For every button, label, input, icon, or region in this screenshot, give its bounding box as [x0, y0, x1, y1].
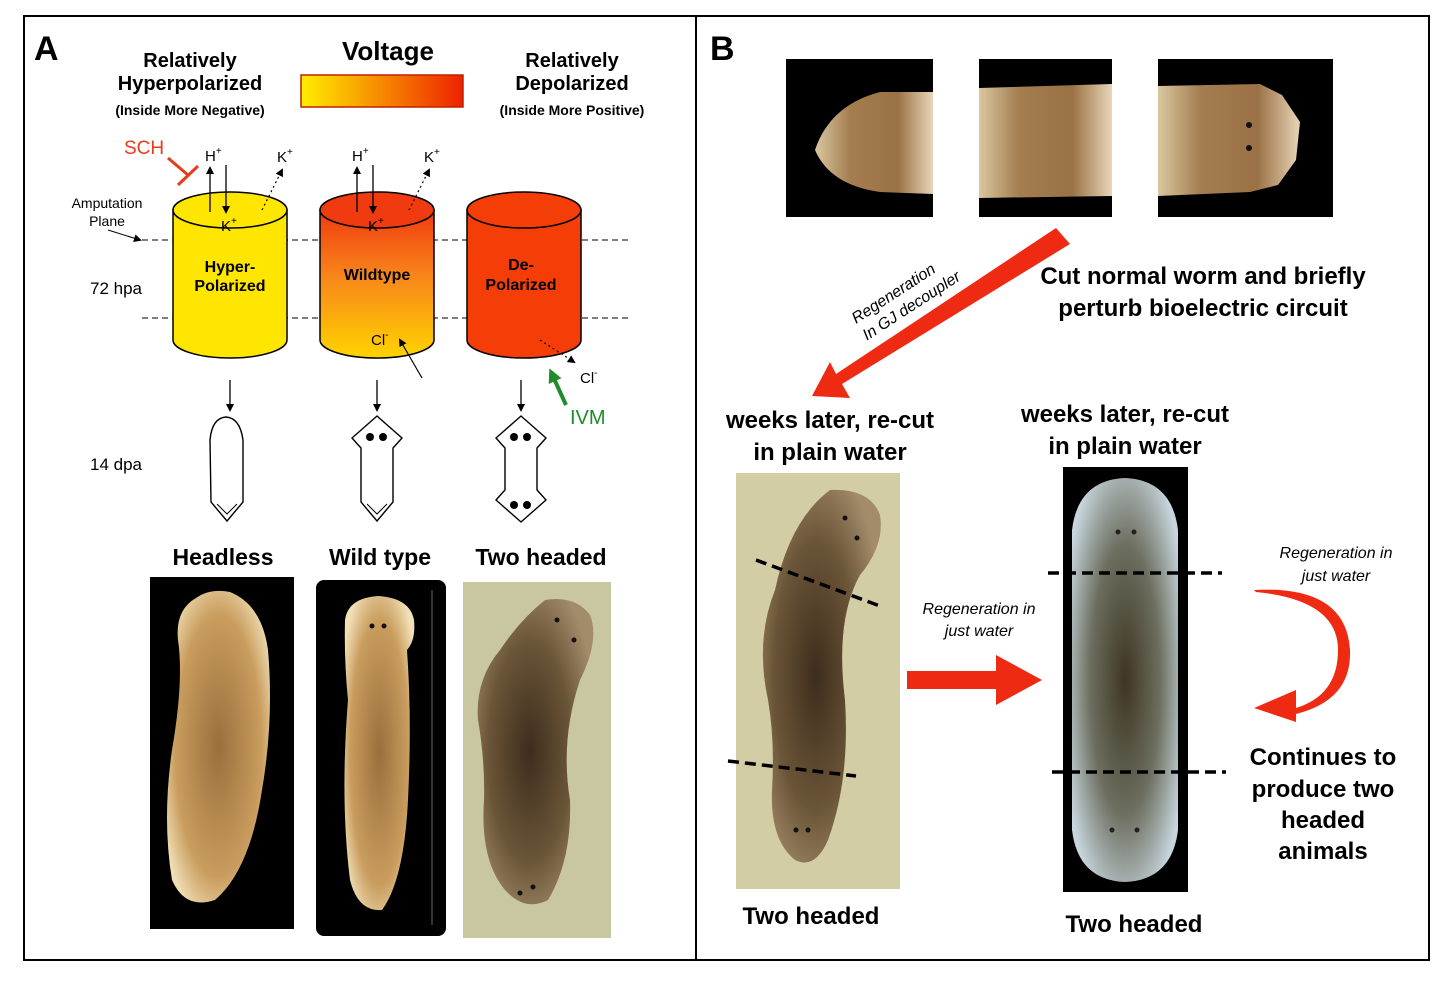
photo-cut-worm-middle [979, 59, 1112, 217]
outcome-label-wildtype: Wild type [329, 544, 431, 570]
photo-wildtype-worm [316, 580, 446, 936]
recut-right-line2: in plain water [1048, 433, 1201, 460]
cylinder-wildtype: Wildtype [319, 191, 435, 359]
cut-line-left-bottom [727, 759, 857, 778]
cylinder-3-line1: De- [508, 257, 534, 274]
cylinder-2-line1: Wildtype [344, 267, 411, 284]
panel-a-letter: A [34, 30, 59, 68]
ivm-arrow [548, 368, 568, 406]
sch-inhibition-line [167, 156, 200, 187]
cylinder-depolarized: De- Polarized [466, 191, 582, 359]
photo-two-headed-left [736, 473, 900, 889]
drug-ivm-label: IVM [570, 407, 606, 429]
svg-text:K+: K+ [277, 147, 293, 166]
voltage-left-line1: Relatively [143, 50, 237, 72]
voltage-right-note: (Inside More Positive) [500, 102, 645, 118]
recut-left-line1: weeks later, re-cut [725, 407, 934, 434]
worm-outline-wildtype [351, 415, 403, 523]
svg-text:Cl-: Cl- [371, 330, 389, 349]
voltage-title: Voltage [342, 36, 434, 66]
svg-text:K+: K+ [368, 216, 384, 235]
red-curved-arrow [1254, 589, 1351, 722]
amputation-pointer [107, 229, 142, 243]
continues-line4: animals [1278, 838, 1367, 865]
photo-headless-worm [150, 577, 294, 929]
cylinder-3-line2: Polarized [485, 277, 556, 294]
ion-arrows-cyl1: H+ K+ K+ [205, 146, 293, 235]
cut-caption-line1: Cut normal worm and briefly [1040, 263, 1366, 290]
cut-line-left-top [755, 558, 881, 608]
regen-water-label-1-line2: just water [943, 623, 1014, 640]
amputation-label-line1: Amputation [72, 195, 143, 211]
worm-outline-headless [209, 416, 244, 523]
svg-text:H+: H+ [352, 146, 369, 165]
photo-cut-worm-head [1158, 59, 1333, 217]
worm-outline-two-headed [495, 415, 547, 523]
svg-text:Cl-: Cl- [580, 368, 598, 387]
red-arrow-gj-decoupler [812, 228, 1070, 398]
svg-text:K+: K+ [221, 216, 237, 235]
panel-b-letter: B [710, 30, 735, 68]
svg-text:K+: K+ [424, 147, 440, 166]
continues-line1: Continues to [1250, 744, 1397, 771]
cut-caption-line2: perturb bioelectric circuit [1058, 295, 1347, 322]
voltage-gradient-bar [300, 74, 464, 108]
photo-cut-worm-tail [786, 59, 933, 217]
regen-water-label-1-line1: Regeneration in [923, 601, 1036, 618]
cylinder-1-line2: Polarized [194, 278, 265, 295]
cylinder-1-line1: Hyper- [205, 259, 256, 276]
voltage-left-note: (Inside More Negative) [115, 102, 264, 118]
photo-two-headed-worm [463, 582, 611, 938]
bottom-label-right: Two headed [1066, 911, 1203, 938]
outcome-label-two-headed: Two headed [475, 544, 606, 570]
cylinder-hyperpolarized: Hyper- Polarized [172, 191, 288, 359]
panel-b-frame [695, 15, 1430, 961]
voltage-right-line1: Relatively [525, 50, 619, 72]
regen-water-label-2-line2: just water [1300, 568, 1371, 585]
regen-water-label-2-line1: Regeneration in [1280, 545, 1393, 562]
voltage-left-line2: Hyperpolarized [118, 73, 262, 95]
recut-left-line2: in plain water [753, 439, 906, 466]
time-72hpa: 72 hpa [90, 279, 143, 298]
photo-two-headed-right [1063, 467, 1188, 892]
red-arrow-right [907, 655, 1042, 705]
amputation-label-line2: Plane [89, 213, 125, 229]
ion-arrows-cyl2: H+ K+ K+ Cl- [352, 146, 440, 379]
continues-line2: produce two [1252, 776, 1395, 803]
outcome-label-headless: Headless [172, 544, 273, 570]
ion-arrows-cyl3: Cl- [539, 339, 598, 387]
continues-line3: headed [1281, 807, 1365, 834]
drug-sch-label: SCH [124, 138, 164, 159]
time-14dpa: 14 dpa [90, 455, 143, 474]
voltage-right-line2: Depolarized [515, 73, 628, 95]
recut-right-line1: weeks later, re-cut [1020, 401, 1229, 428]
svg-text:H+: H+ [205, 146, 222, 165]
bottom-label-left: Two headed [743, 903, 880, 930]
